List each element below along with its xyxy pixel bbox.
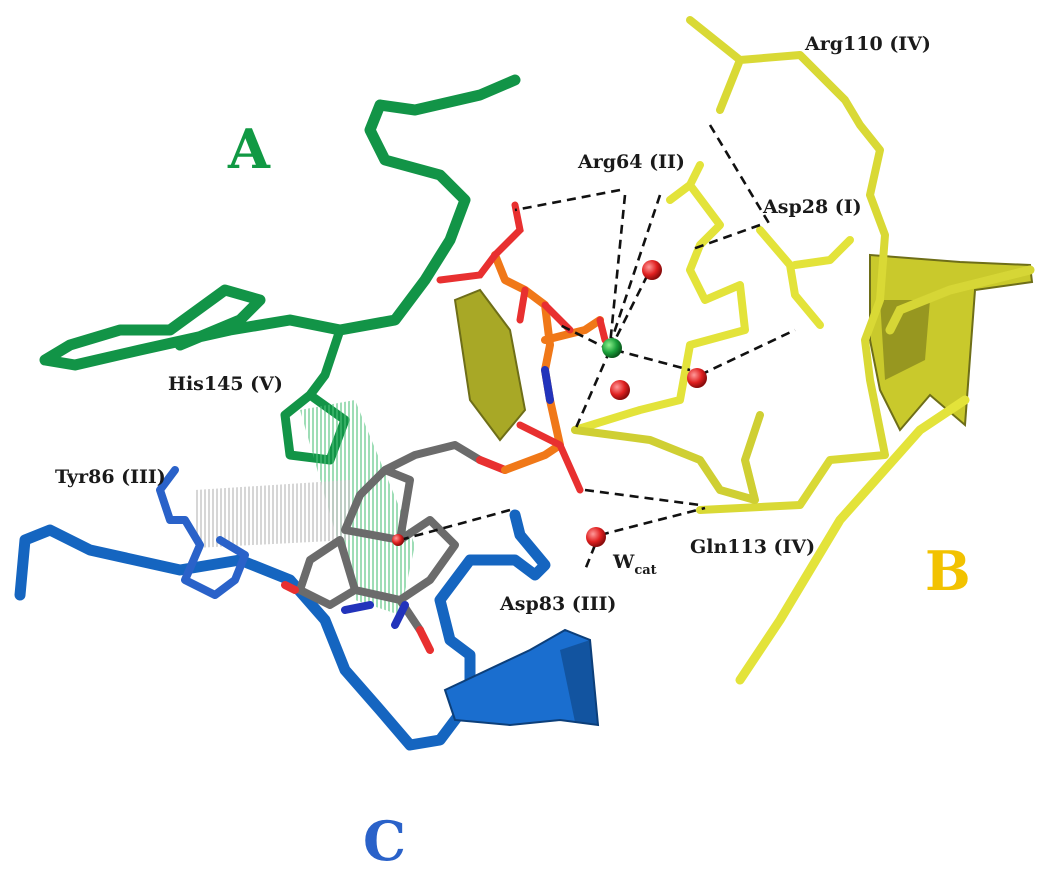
label-asp83: Asp83 (III): [499, 593, 616, 615]
hbond-metal-asp28: [614, 348, 691, 372]
chain-a-label: A: [227, 117, 271, 181]
chain-labels: A B C: [227, 117, 971, 871]
hydrogen-bonds: [399, 124, 796, 571]
tyr86-stacking-plane: [195, 480, 350, 548]
ligand-ribose-carbons: [341, 441, 484, 544]
chain-b-label: B: [925, 539, 971, 603]
ligand-oxygen-red: [281, 456, 509, 654]
hbond-wcat-gln113: [599, 506, 706, 537]
water-molecule: [610, 380, 630, 400]
label-gln113: Gln113 (IV): [690, 536, 815, 558]
label-arg64: Arg64 (II): [577, 151, 685, 173]
hbond-ribose-asp83: [399, 508, 511, 542]
hbond-wcat-asp83: [583, 544, 597, 571]
hbond-phosphate-gln113: [584, 488, 701, 507]
hbond-arg64-phosphate: [514, 188, 621, 212]
label-tyr86: Tyr86 (III): [55, 466, 166, 488]
chain-c-label: C: [363, 809, 406, 871]
hbond-arg110-asp28: [708, 124, 772, 226]
water-catalytic: [586, 527, 606, 547]
water-molecule: [687, 368, 707, 388]
chain-b-backbone-main: [735, 395, 970, 685]
chain-c-backbone: [14, 509, 551, 751]
water-molecule: [392, 534, 404, 546]
chain-a-backbone: [39, 74, 521, 371]
chain-b-structure: [453, 16, 1035, 685]
ligand-nitrogens: [341, 601, 409, 629]
tyr86-sidechain: [156, 466, 249, 599]
nucleotide-ligand: [281, 201, 609, 654]
label-arg110: Arg110 (IV): [804, 33, 931, 55]
chain-b-helix-left: [453, 288, 527, 442]
hbond-arg64-metal-2: [608, 194, 662, 346]
chain-b-backbone-right: [885, 265, 1035, 335]
metal-ion: [602, 338, 622, 358]
hbond-asp28-water: [689, 223, 761, 252]
water-molecule: [642, 260, 662, 280]
chain-c-structure: [14, 466, 600, 751]
residue-labels: Arg110 (IV) Arg64 (II) Asp28 (I) His145 …: [55, 33, 931, 615]
label-his145: His145 (V): [168, 373, 283, 395]
chain-a-structure: [39, 74, 521, 465]
asp28-sidechain: [756, 226, 854, 329]
chain-c-helix-shadow: [560, 640, 598, 725]
hbond-water-asp28: [699, 328, 796, 377]
solvent-and-ions: [392, 260, 707, 547]
bridging-nitrogen: [541, 366, 554, 404]
hbond-metal-phosphate-2: [559, 323, 611, 352]
hbond-arg64-metal: [608, 194, 627, 346]
label-asp28: Asp28 (I): [762, 196, 862, 218]
gln113-sidechain: [571, 411, 764, 504]
label-wcat: Wcat: [612, 551, 657, 578]
arg110-sidechain: [686, 16, 889, 514]
arg64-sidechain: [571, 161, 749, 434]
phosphate-oxygens: [436, 201, 609, 494]
chain-b-beta-sheet: [869, 253, 1034, 432]
